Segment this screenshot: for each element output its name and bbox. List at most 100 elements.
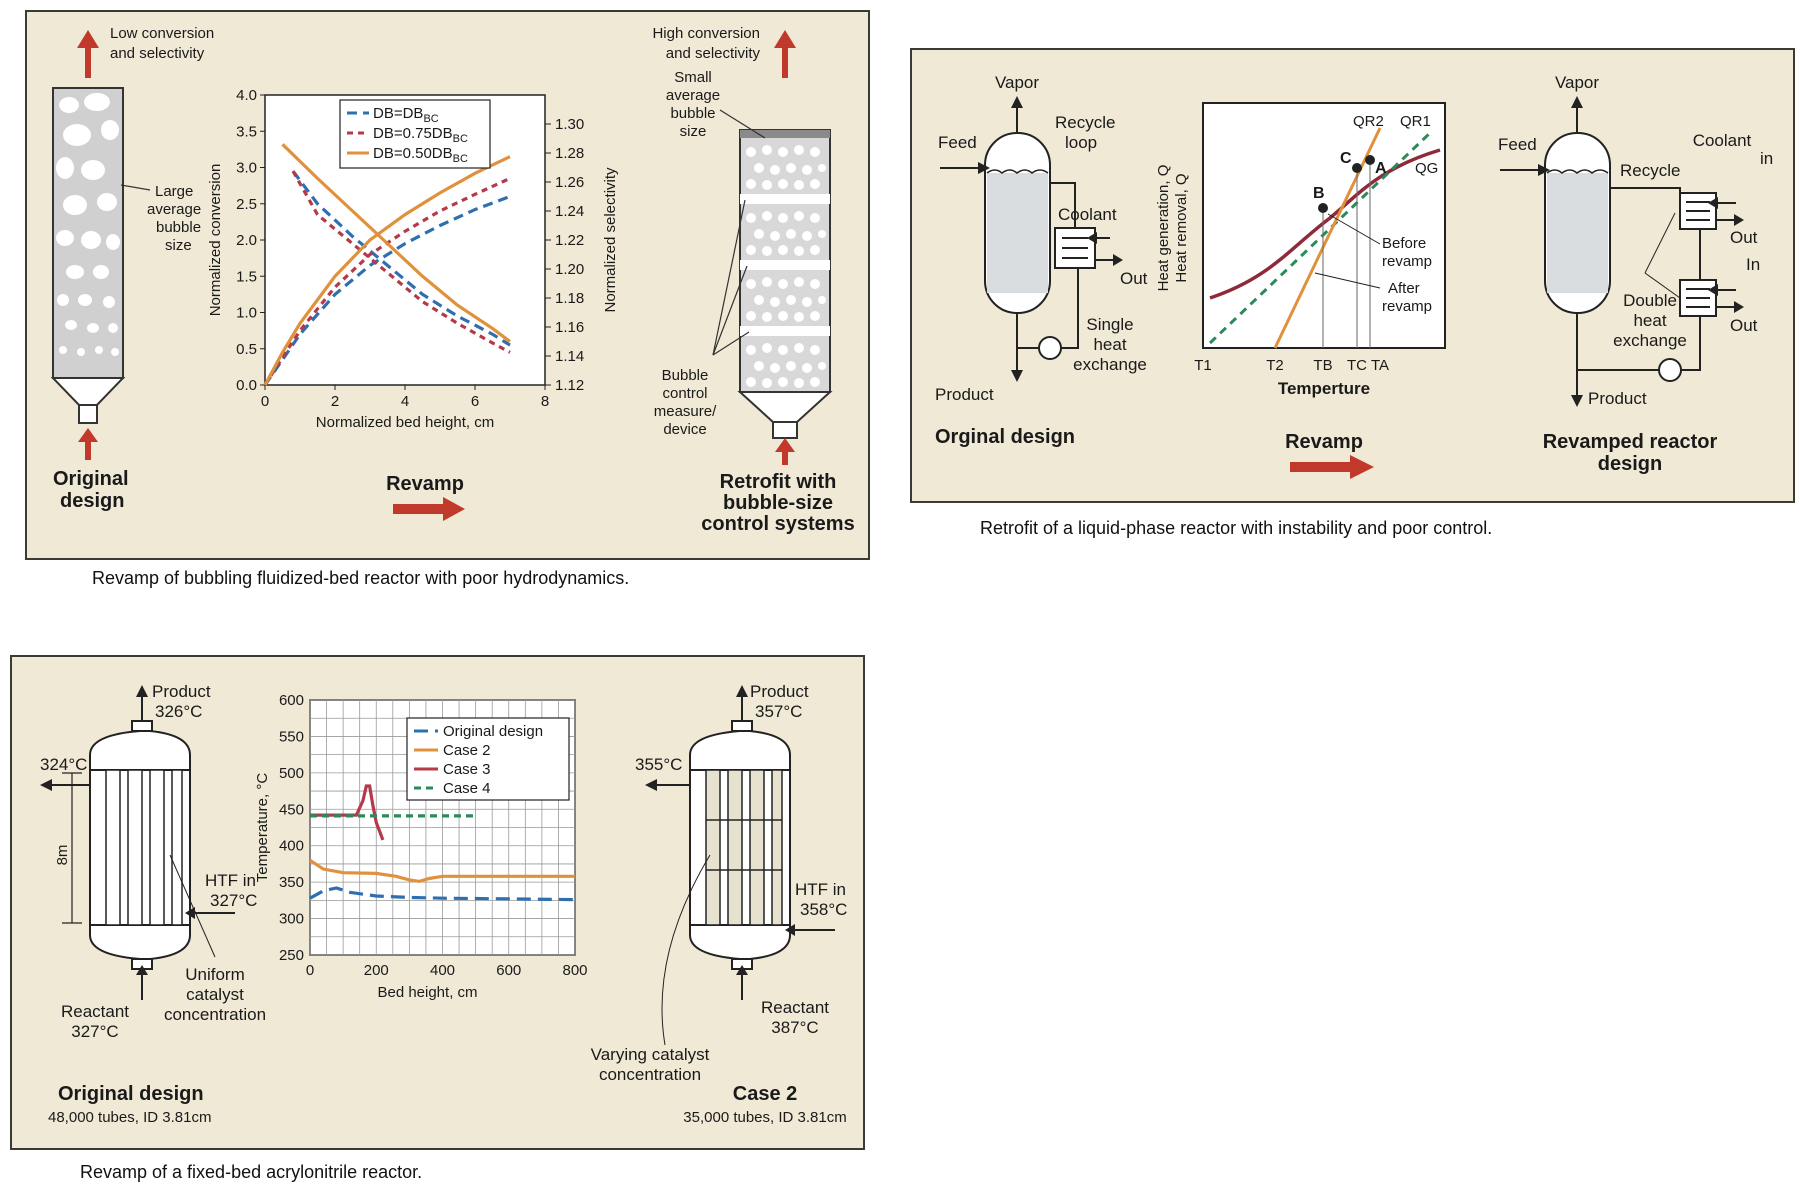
fig3-series-line xyxy=(309,858,575,884)
fig2-ylabel-2: Heat removal, Q xyxy=(1173,173,1190,282)
fig1-series-line xyxy=(281,143,511,343)
recycle-right-1: Recycle xyxy=(1620,161,1680,180)
fig2-original-label: Orginal design xyxy=(935,426,1075,448)
fig1-y2tick-label: 1.14 xyxy=(555,348,584,365)
small-bubble-2: average xyxy=(666,87,720,104)
fig1-xtick-label: 4 xyxy=(401,393,409,410)
fig3-original-sub: 48,000 tubes, ID 3.81cm xyxy=(48,1109,211,1126)
label-c: C xyxy=(1340,150,1352,167)
label-qr2: QR2 xyxy=(1353,113,1384,130)
double-heat-2: heat xyxy=(1633,311,1666,330)
fig3-xtick-label: 400 xyxy=(430,962,455,979)
varying-1: Varying catalyst xyxy=(591,1045,710,1064)
fig1-y2tick-label: 1.26 xyxy=(555,174,584,191)
qr2-line xyxy=(1273,127,1382,349)
small-bubble-4: size xyxy=(680,123,707,140)
left-htf-1: HTF in xyxy=(205,871,256,890)
left-product-1: Product xyxy=(152,682,211,701)
fig3-ytick-label: 500 xyxy=(279,765,304,782)
fig3-legend-label: Original design xyxy=(443,723,543,740)
fig2-out-left: Out xyxy=(1120,269,1148,288)
fig3-xlabel: Bed height, cm xyxy=(377,984,477,1001)
fig2-xlabel: Temperture xyxy=(1278,379,1370,398)
fig2-product-right: Product xyxy=(1588,389,1647,408)
fig1-ytick-label: 2.5 xyxy=(236,196,257,213)
tick-t2: T2 xyxy=(1266,357,1284,374)
fig3-legend-box xyxy=(406,717,570,801)
fig2-product-left: Product xyxy=(935,385,994,404)
fig1-series-line xyxy=(291,170,511,354)
right-out-temp: 355°C xyxy=(635,755,682,774)
fig3-ytick-label: 550 xyxy=(279,728,304,745)
fig1-series-line xyxy=(291,170,511,347)
fig1-series-line xyxy=(263,195,511,386)
fig1-y2tick-label: 1.20 xyxy=(555,261,584,278)
fig1-y2tick-label: 1.22 xyxy=(555,232,584,249)
fig1-revamp-label: Revamp xyxy=(386,473,464,495)
retrofit-3: control systems xyxy=(701,513,854,535)
right-product-2: 357°C xyxy=(755,702,802,721)
original-liquid-reactor xyxy=(984,132,1051,314)
fig1-xtick-label: 2 xyxy=(331,393,339,410)
fig3-ytick-label: 450 xyxy=(279,801,304,818)
fig3-series-line xyxy=(309,886,576,902)
fig2-feed-right: Feed xyxy=(1498,135,1537,154)
pump-icon xyxy=(1658,358,1682,382)
recycle-loop-2: loop xyxy=(1065,133,1097,152)
left-reactant-1: Reactant xyxy=(61,1002,129,1021)
fig1-y2label: Normalized selectivity xyxy=(602,167,619,313)
label-qg: QG xyxy=(1415,160,1438,177)
fig1-xtick-label: 6 xyxy=(471,393,479,410)
fig2-out-right-2: Out xyxy=(1730,316,1758,335)
recycle-loop-1: Recycle xyxy=(1055,113,1115,132)
fig2-chart: B C A QR2 QR1 QG Before revamp After rev… xyxy=(1155,102,1446,398)
right-product-1: Product xyxy=(750,682,809,701)
varying-2: concentration xyxy=(599,1065,701,1084)
fig3-ytick-label: 350 xyxy=(279,874,304,891)
coolant-left-1: Coolant xyxy=(1058,205,1117,224)
fig1-legend-label: DB=0.50DBBC xyxy=(373,145,468,165)
fig1-xlabel: Normalized bed height, cm xyxy=(316,414,494,431)
revamped-label-2: design xyxy=(1598,453,1662,475)
right-htf-2: 358°C xyxy=(800,900,847,919)
fig1-ytick-label: 1.5 xyxy=(236,268,257,285)
fig1-original-1: Original xyxy=(53,468,129,490)
fig1-ytick-label: 0.5 xyxy=(236,341,257,358)
fig1-legend-label: DB=DBBC xyxy=(373,105,439,125)
fig3-ytick-label: 600 xyxy=(279,692,304,709)
fig3-diagram: Product 326°C 324°C HTF in 327°C Reactan… xyxy=(40,682,847,1126)
height-label: 8m xyxy=(54,845,71,866)
after-revamp-2: revamp xyxy=(1382,298,1432,315)
fig1-series-line xyxy=(263,176,511,386)
fig2-ylabel-1: Heat generation, Q xyxy=(1155,165,1172,292)
before-revamp-2: revamp xyxy=(1382,253,1432,270)
right-reactant-1: Reactant xyxy=(761,998,829,1017)
uniform-1: Uniform xyxy=(185,965,245,984)
case2-sub: 35,000 tubes, ID 3.81cm xyxy=(683,1109,846,1126)
small-bubble-3: bubble xyxy=(670,105,715,122)
left-out-temp: 324°C xyxy=(40,755,87,774)
uniform-3: concentration xyxy=(164,1005,266,1024)
fig3-ytick-label: 300 xyxy=(279,911,304,928)
single-heat-2: heat xyxy=(1093,335,1126,354)
tick-tb: TB xyxy=(1313,357,1332,374)
fig1-y2tick-label: 1.30 xyxy=(555,116,584,133)
point-c xyxy=(1352,163,1362,173)
right-top-label-2: and selectivity xyxy=(666,45,761,62)
before-revamp-1: Before xyxy=(1382,235,1426,252)
fig2-out-right-1: Out xyxy=(1730,228,1758,247)
single-heat-1: Single xyxy=(1086,315,1133,334)
left-htf-2: 327°C xyxy=(210,891,257,910)
point-b xyxy=(1318,203,1328,213)
left-fluidized-bed xyxy=(50,87,126,424)
fig2-caption: Retrofit of a liquid-phase reactor with … xyxy=(980,518,1493,538)
tick-ta: TA xyxy=(1371,357,1389,374)
fig2-in-right: In xyxy=(1746,255,1760,274)
fig1-y2tick-label: 1.12 xyxy=(555,377,584,394)
label-a: A xyxy=(1375,160,1387,177)
right-reactant-2: 387°C xyxy=(771,1018,818,1037)
fig1-ytick-label: 3.0 xyxy=(236,160,257,177)
fig3-xtick-label: 200 xyxy=(364,962,389,979)
label-b: B xyxy=(1313,185,1325,202)
